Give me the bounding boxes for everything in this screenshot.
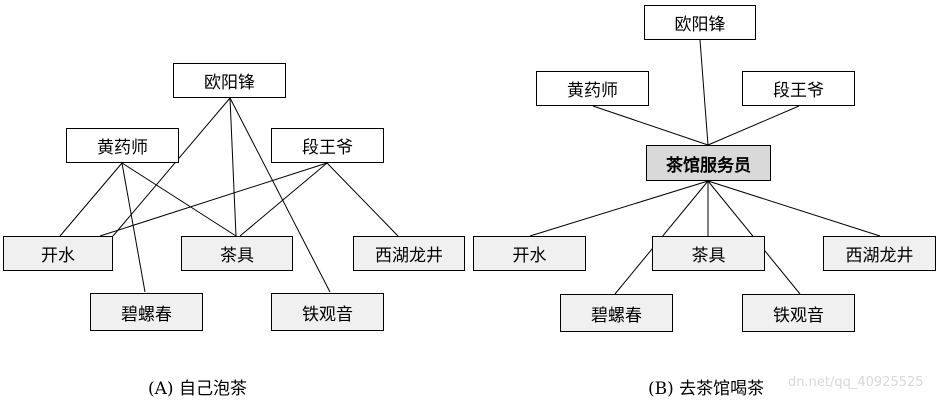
left-person-ouyang: 欧阳锋 — [173, 63, 286, 98]
left-person-huang: 黄药师 — [66, 128, 179, 163]
left-item-kaishui: 开水 — [3, 236, 113, 271]
right-item-chaju: 茶具 — [652, 236, 765, 271]
left-caption: (A) 自己泡茶 — [148, 379, 247, 399]
left-item-xihu: 西湖龙井 — [353, 236, 465, 271]
left-item-tieguan: 铁观音 — [271, 293, 384, 331]
watermark: dn.net/qq_40925525 — [788, 375, 924, 390]
right-item-tieguan: 铁观音 — [742, 294, 855, 332]
right-item-biluo: 碧螺春 — [560, 294, 673, 332]
left-person-duan: 段王爷 — [271, 128, 384, 163]
left-edges — [59, 97, 399, 293]
right-tea-server: 茶馆服务员 — [646, 145, 771, 181]
right-person-duan: 段王爷 — [742, 71, 855, 106]
right-person-huang: 黄药师 — [536, 71, 649, 106]
left-item-biluo: 碧螺春 — [90, 293, 203, 331]
right-item-kaishui: 开水 — [473, 236, 586, 271]
right-person-ouyang: 欧阳锋 — [644, 5, 756, 40]
right-item-xihu: 西湖龙井 — [823, 236, 936, 271]
left-item-chaju: 茶具 — [181, 236, 293, 271]
right-caption: (B) 去茶馆喝茶 — [648, 379, 765, 399]
